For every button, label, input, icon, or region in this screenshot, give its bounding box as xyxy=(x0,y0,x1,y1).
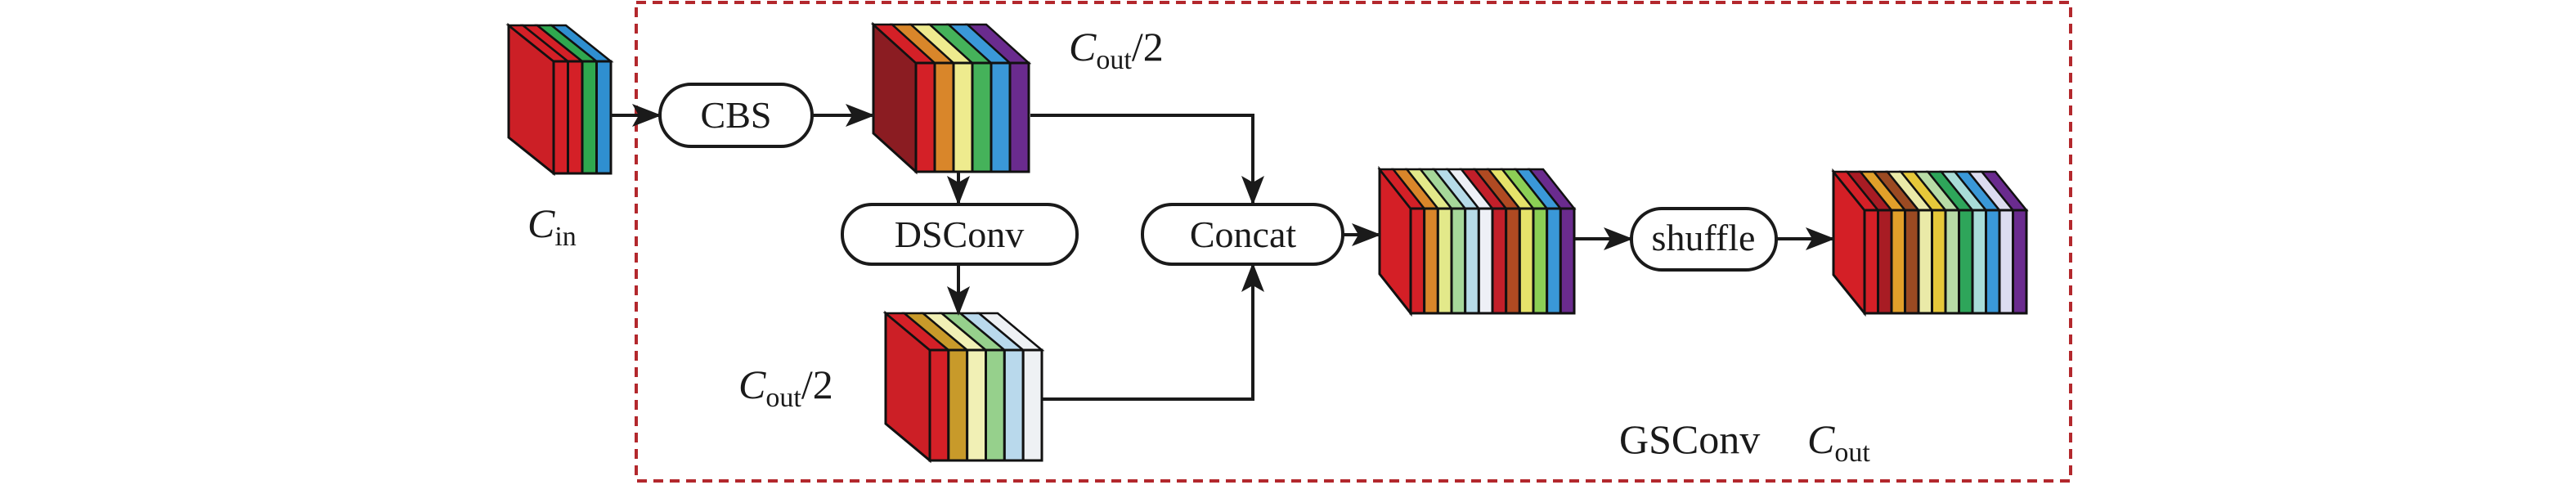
channel-slab xyxy=(2012,209,2028,315)
channel-slab xyxy=(1464,207,1480,315)
node-dsconv-label: DSConv xyxy=(895,213,1024,255)
arrow-dsfeature-to-concat xyxy=(1043,263,1264,401)
node-shuffle-label: shuffle xyxy=(1652,217,1756,258)
channel-slab xyxy=(1477,207,1494,315)
node-concat-label: Concat xyxy=(1190,213,1297,255)
channel-slab xyxy=(581,60,598,175)
label-c-out-half-top: Cout/2 xyxy=(1069,24,1164,75)
channel-slab xyxy=(1863,209,1879,315)
node-dsconv: DSConv xyxy=(841,203,1079,266)
channel-slab xyxy=(1546,207,1562,315)
channel-slab xyxy=(1423,207,1439,315)
channel-slab xyxy=(914,61,936,173)
channel-slab xyxy=(971,61,993,173)
channel-slab xyxy=(947,348,969,462)
channel-slab xyxy=(1491,207,1508,315)
channel-slab xyxy=(1917,209,1933,315)
node-cbs-label: CBS xyxy=(701,94,772,136)
channel-slab xyxy=(1559,207,1576,315)
channel-slab xyxy=(928,348,950,462)
channel-slab xyxy=(1890,209,1906,315)
feature-map-cbs-output xyxy=(870,21,1032,175)
label-c-in: Cin xyxy=(527,200,577,252)
channel-slab xyxy=(1998,209,2014,315)
channel-slab xyxy=(985,348,1006,462)
label-module-name: GSConv xyxy=(1619,416,1760,462)
gsconv-module-frame xyxy=(635,1,2072,483)
channel-slab xyxy=(567,60,584,175)
channel-slab xyxy=(1944,209,1960,315)
channel-slab xyxy=(595,60,613,175)
channel-slab xyxy=(1021,348,1043,462)
channel-slab xyxy=(1971,209,1987,315)
feature-map-concat-output xyxy=(1377,165,1577,317)
channel-slab xyxy=(1958,209,1974,315)
label-c-out: Cout xyxy=(1807,416,1870,468)
arrow-feature-to-concat xyxy=(1030,114,1264,205)
node-cbs: CBS xyxy=(658,83,814,148)
channel-slab xyxy=(552,60,569,175)
channel-slab xyxy=(1904,209,1920,315)
channel-slab xyxy=(1931,209,1947,315)
channel-slab xyxy=(1450,207,1467,315)
channel-slab xyxy=(1003,348,1025,462)
channel-slab xyxy=(966,348,987,462)
channel-slab xyxy=(1008,61,1030,173)
channel-slab xyxy=(1985,209,2001,315)
channel-slab xyxy=(1877,209,1893,315)
channel-slab xyxy=(933,61,955,173)
channel-slab xyxy=(1409,207,1426,315)
node-shuffle: shuffle xyxy=(1630,207,1778,272)
label-c-out-half-bottom: Cout/2 xyxy=(738,362,833,413)
feature-map-input xyxy=(505,22,614,177)
feature-map-shuffle-output xyxy=(1831,168,2029,317)
channel-slab xyxy=(1532,207,1549,315)
node-concat: Concat xyxy=(1141,203,1344,266)
channel-slab xyxy=(1505,207,1521,315)
feature-map-dsconv-output xyxy=(882,310,1045,464)
channel-slab xyxy=(990,61,1012,173)
channel-slab xyxy=(1436,207,1453,315)
channel-slab xyxy=(952,61,974,173)
channel-slab xyxy=(1518,207,1535,315)
